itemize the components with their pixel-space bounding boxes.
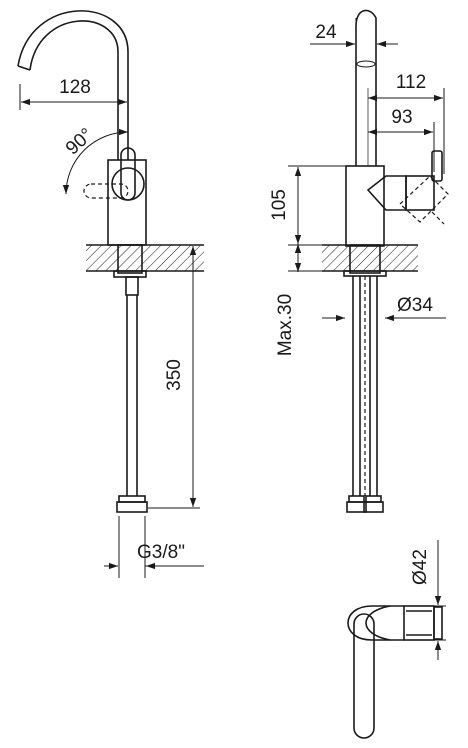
lever-raised-dashed-b [431, 211, 445, 225]
deck-hatch-left [86, 245, 204, 271]
dim-112-label: 112 [396, 72, 426, 93]
lever-tab-side [431, 150, 443, 182]
top-view: Ø42 [347, 540, 446, 739]
dim-34-label: Ø34 [397, 295, 433, 316]
dim-90-label: 90° [62, 124, 97, 159]
stud-side [349, 244, 381, 274]
top-lever-tab [433, 606, 443, 640]
dim-105-label: 105 [269, 189, 290, 221]
mounting-stud [117, 244, 143, 274]
front-view: 128 90° 350 G3/8" [17, 10, 204, 578]
spout-side-aerator [356, 60, 376, 68]
dim-g38-label: G3/8" [137, 542, 185, 563]
dim-24-label: 24 [315, 22, 337, 43]
top-body-inner [365, 605, 391, 641]
lever-raised-dashed [399, 175, 449, 223]
fitting-side-b2 [363, 501, 384, 513]
spout-tip [17, 65, 31, 71]
dim-93-label: 93 [391, 107, 412, 128]
lever-hub [111, 167, 145, 201]
deck-hatch-right [322, 245, 418, 271]
lever-cap-side [405, 175, 435, 211]
hose-connector-top [125, 276, 139, 296]
dim-max30-label: Max.30 [275, 294, 296, 356]
fitting-side-a2 [346, 501, 367, 513]
spout-side [355, 9, 377, 166]
body-side [345, 165, 385, 247]
dim-128-label: 128 [59, 77, 91, 98]
mounting-nut [113, 270, 147, 278]
hose-fitting-b [116, 501, 148, 513]
dim-42-label: Ø42 [410, 549, 431, 585]
dim-350-label: 350 [164, 359, 185, 391]
top-spout [353, 613, 375, 739]
spout-outer [17, 10, 129, 160]
top-body-arc [347, 605, 404, 641]
side-view: 24 112 93 105 Max.30 Ø34 [269, 9, 449, 513]
hose-fitting-a [118, 495, 146, 503]
fitting-side-a1 [348, 495, 365, 503]
fitting-side-b1 [365, 495, 382, 503]
dim-90-arc [62, 128, 129, 195]
lever-arm-side [366, 175, 407, 211]
spout-inner [29, 20, 119, 160]
